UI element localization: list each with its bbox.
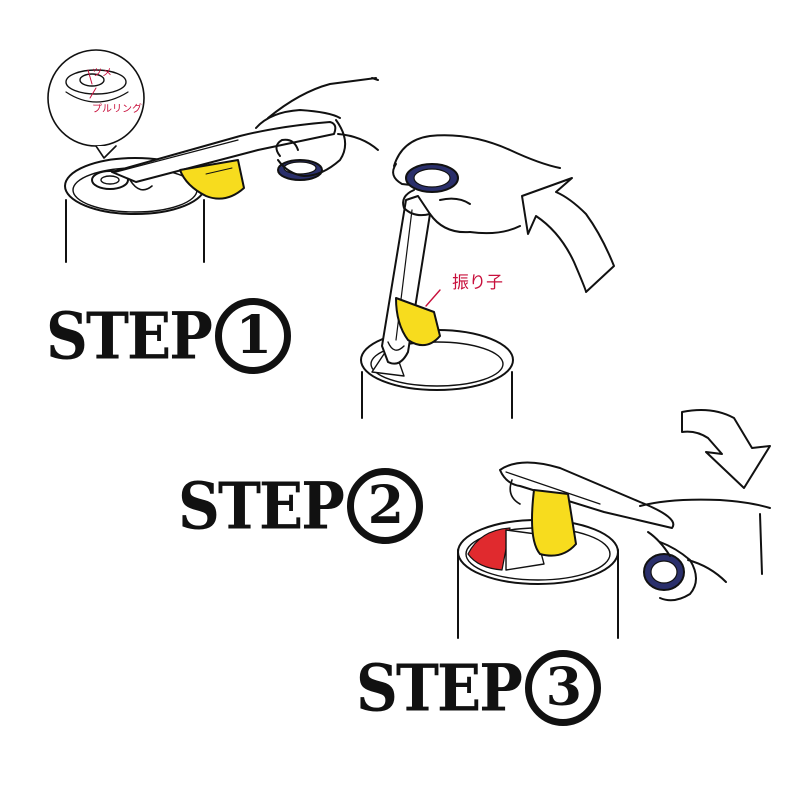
step3-illustration bbox=[457, 409, 771, 639]
opener-tool-step1 bbox=[111, 121, 337, 200]
pull-ring-label: プルリング bbox=[92, 104, 142, 115]
curved-arrow-down bbox=[681, 409, 771, 489]
step1-heading: STEP 1 bbox=[46, 298, 291, 374]
hand-step3 bbox=[639, 498, 771, 602]
curved-arrow-up bbox=[521, 177, 615, 293]
zoom-detail-circle bbox=[47, 49, 145, 159]
tsume-label: ツメ bbox=[92, 68, 112, 79]
furiko-pointer bbox=[425, 289, 441, 307]
furiko-label: 振り子 bbox=[452, 273, 503, 293]
step2-number-circle: 2 bbox=[346, 468, 423, 544]
step3-heading: STEP 3 bbox=[356, 650, 601, 726]
step1-number-circle: 1 bbox=[214, 298, 291, 374]
step3-number-circle: 3 bbox=[524, 650, 601, 726]
opener-tool-step3 bbox=[499, 461, 685, 591]
hand-step2 bbox=[392, 134, 561, 235]
step2-illustration bbox=[360, 134, 615, 419]
step1-word: STEP bbox=[46, 297, 213, 375]
step3-word: STEP bbox=[356, 649, 523, 727]
step2-heading: STEP 2 bbox=[178, 468, 423, 544]
opener-tool-step2 bbox=[381, 195, 441, 365]
step1-illustration bbox=[47, 49, 379, 263]
step2-word: STEP bbox=[178, 467, 345, 545]
hand-step1 bbox=[255, 77, 379, 177]
